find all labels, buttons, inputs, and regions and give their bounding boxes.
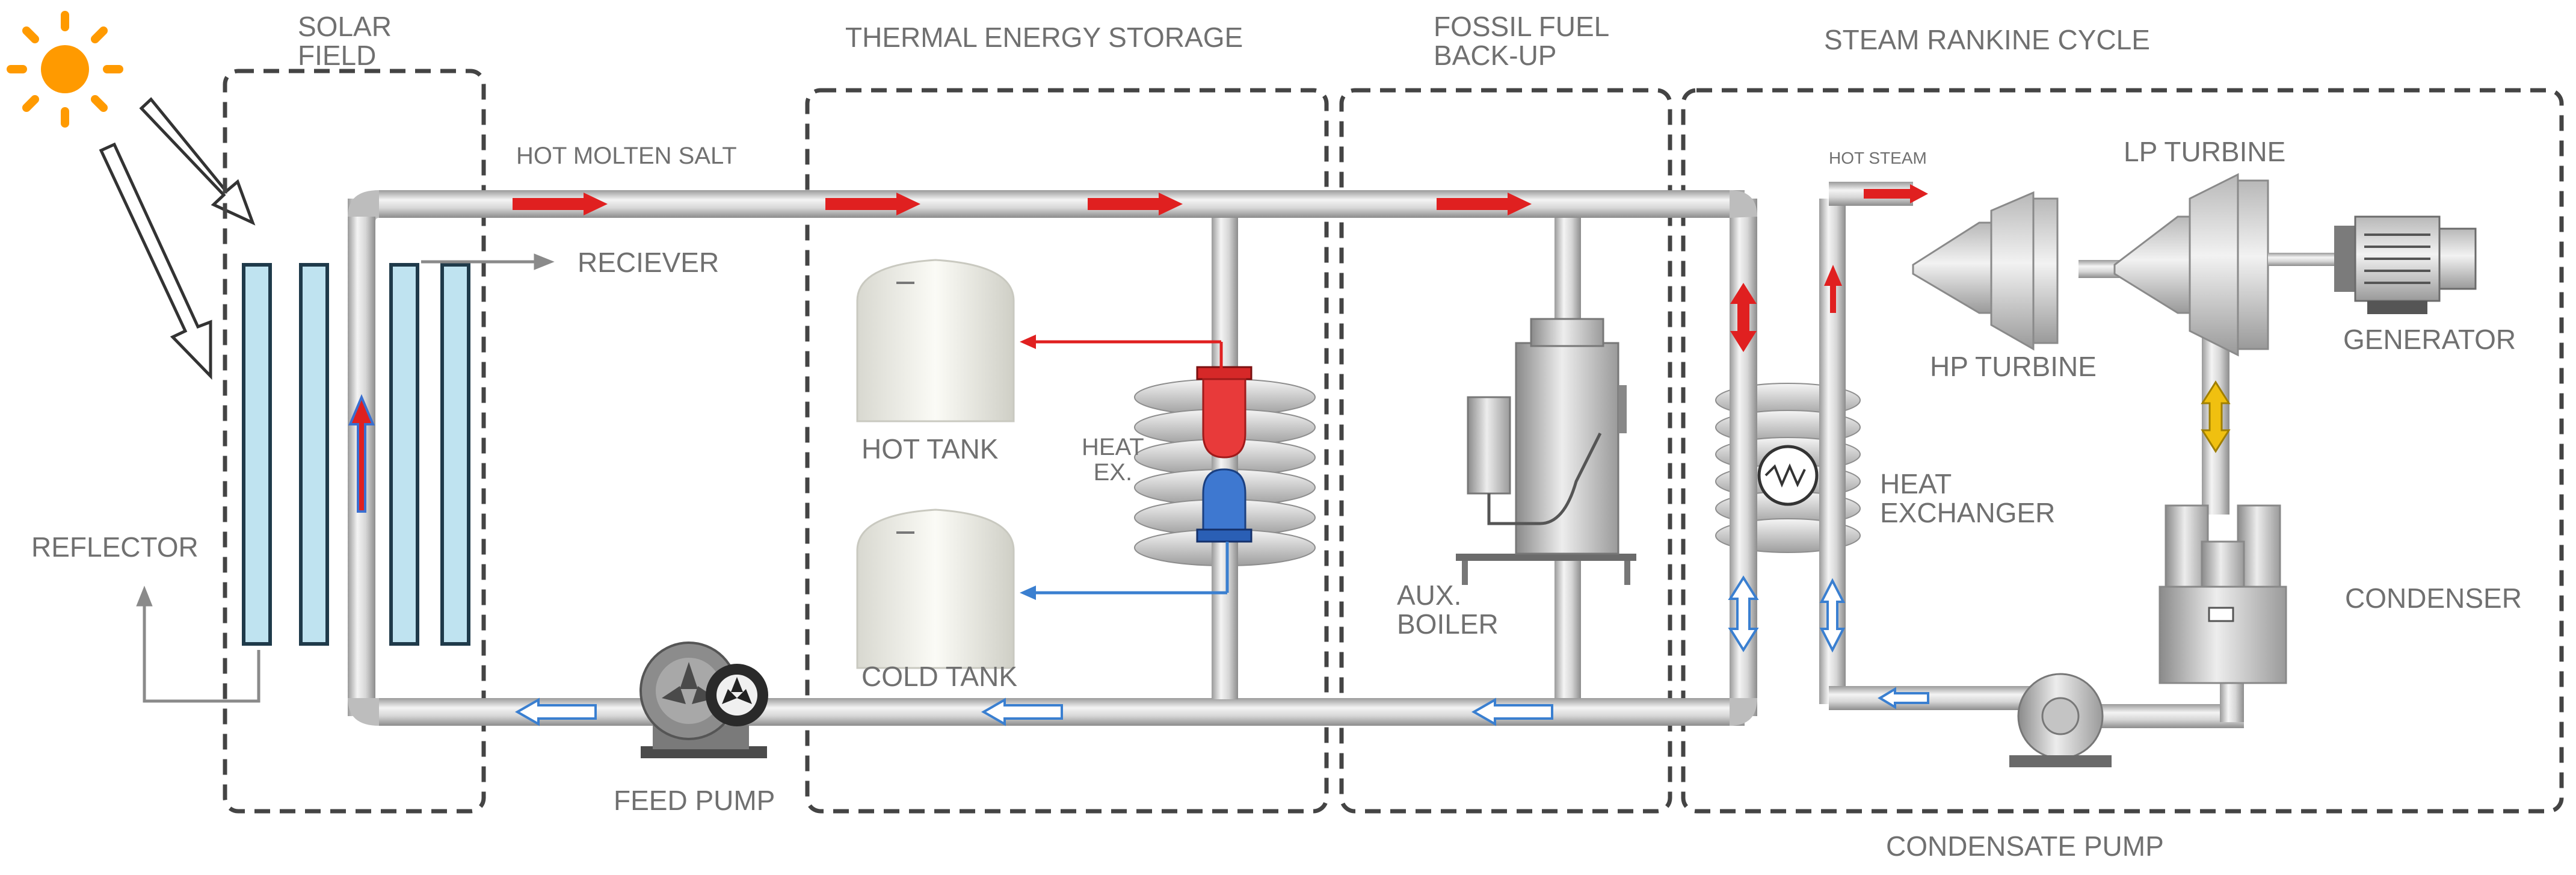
lp-turbine [2113, 173, 2334, 357]
condensate-pump-label: CONDENSATE PUMP [1886, 830, 2164, 862]
solar-field-label: SOLAR FIELD [298, 11, 392, 72]
reciever-pointer-arrow [421, 253, 555, 270]
receiver-flow-arrow [348, 394, 375, 513]
rankine-box [1681, 88, 2564, 814]
generator [2334, 215, 2477, 314]
feed-pump [639, 642, 768, 758]
steam-rankine-cycle-label: STEAM RANKINE CYCLE [1824, 24, 2150, 55]
condensate-pump [2009, 673, 2112, 767]
fossil-backup-box [1339, 88, 1672, 814]
hot-tank [856, 259, 1015, 422]
hp-turbine [1912, 191, 2059, 351]
fossil-fuel-backup-label: FOSSIL FUEL BACK-UP [1434, 11, 1610, 72]
condenser [2158, 504, 2287, 684]
reflector-pointer-arrow [136, 586, 260, 703]
cold-tank-label: COLD TANK [861, 661, 1018, 692]
feed-pump-label: FEED PUMP [614, 785, 775, 816]
storage-heat-exchanger [1134, 337, 1316, 590]
hot-steam-label: HOT STEAM [1829, 149, 1927, 167]
cold-flow-arrows [514, 697, 1553, 726]
reciever-label: RECIEVER [578, 247, 719, 278]
cold-tank [856, 509, 1015, 669]
hot-tank-label: HOT TANK [861, 433, 999, 465]
heat-exchanger-label: HEAT EXCHANGER [1880, 468, 2056, 529]
reflector-label: REFLECTOR [31, 531, 199, 563]
hot-tank-link-arrow [1020, 335, 1223, 368]
sun-icon [7, 11, 123, 128]
generator-label: GENERATOR [2343, 324, 2516, 355]
cold-tank-link-arrow [1020, 542, 1229, 600]
hot-molten-salt-label: HOT MOLTEN SALT [516, 143, 737, 169]
aux-boiler [1456, 318, 1636, 585]
hp-turbine-label: HP TURBINE [1930, 351, 2097, 382]
solar-field-box [223, 69, 486, 814]
condenser-label: CONDENSER [2345, 583, 2522, 614]
heat-ex-label: HEAT EX. [1082, 434, 1144, 486]
hot-flow-arrows [513, 193, 1532, 215]
section-boxes [223, 69, 2564, 814]
steam-flow-arrows [1728, 184, 2231, 710]
rankine-heat-exchanger [1715, 361, 1861, 566]
thermal-storage-box [805, 88, 1329, 814]
thermal-energy-storage-label: THERMAL ENERGY STORAGE [845, 22, 1243, 53]
sunray-arrows [99, 97, 256, 380]
aux-boiler-label: AUX. BOILER [1397, 580, 1499, 640]
receiver-tubes [242, 263, 470, 646]
lp-turbine-label: LP TURBINE [2124, 136, 2286, 167]
